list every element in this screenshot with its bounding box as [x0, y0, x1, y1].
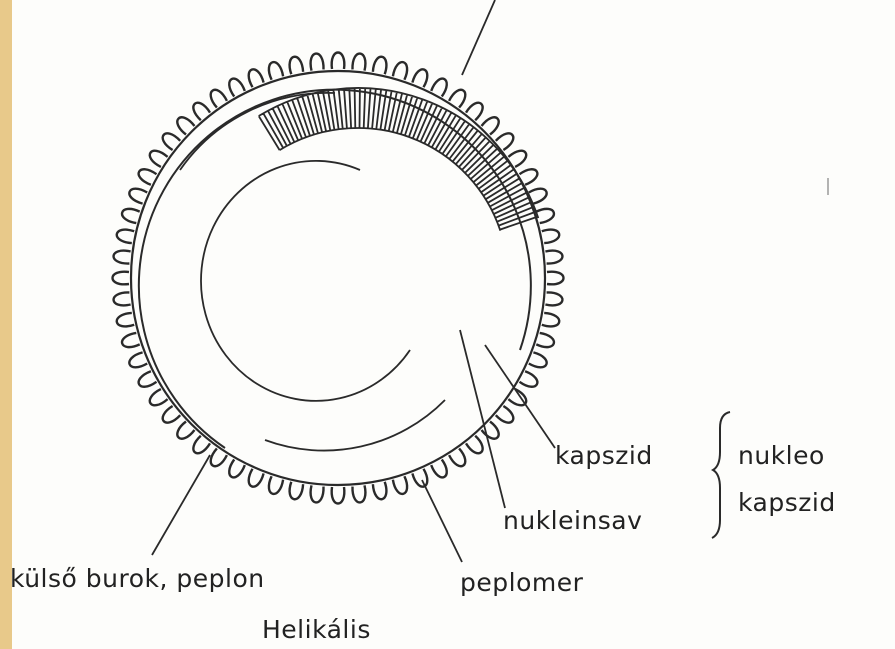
peplomer-spike [412, 69, 427, 87]
peplomer-spike [129, 189, 147, 204]
peplomer-spike [536, 333, 554, 347]
label-nukleo: nukleo [738, 443, 825, 468]
inner-loop-arc [201, 161, 410, 401]
peplomer-spike [352, 54, 365, 71]
peplomer-spike [373, 57, 387, 74]
peplomer-spike [122, 333, 140, 347]
peplomer-spike [311, 54, 324, 71]
peplomer-spike [393, 62, 407, 80]
peplomer-spike [249, 69, 264, 87]
peplomer-spike [542, 230, 559, 244]
label-kapszid: kapszid [555, 443, 653, 468]
peplomer-spike [545, 251, 562, 264]
peplomer-spike [117, 230, 134, 244]
peplomer-spike [269, 62, 283, 80]
peplomer-spike [393, 476, 407, 494]
nucleocapsid-helix-ridges [259, 88, 539, 231]
peplomer-spike [332, 53, 345, 70]
label-nukleinsav: nukleinsav [503, 508, 642, 533]
label-kulso-burok-peplon: külső burok, peplon [10, 566, 265, 591]
peplomer-spike [412, 469, 427, 487]
top-pointer-line [462, 0, 495, 75]
label-peplomer: peplomer [460, 570, 583, 595]
peplomer-spike [114, 251, 131, 264]
kapszid-pointer-line [485, 345, 555, 448]
peplomer-pointer-line [422, 480, 462, 562]
nucleocapsid-brace [712, 412, 730, 538]
peplomer-spike [542, 313, 559, 327]
peplomer-spike [547, 272, 564, 285]
peplomer-spike [129, 352, 147, 367]
peplomer-spike [529, 352, 547, 367]
peplomer-spike [269, 476, 283, 494]
peplon-pointer-line [152, 455, 210, 555]
peplomer-spike [545, 292, 562, 305]
label-kapszid-group: kapszid [738, 490, 836, 515]
peplomer-spike [122, 209, 140, 223]
peplomer-spike [290, 57, 304, 74]
capsid-lower-arc [265, 400, 445, 451]
peplomer-spike [249, 469, 264, 487]
peplomer-spike [373, 482, 387, 499]
peplomer-spike [352, 485, 365, 502]
peplomer-spike [536, 209, 554, 223]
peplomer-spike [114, 292, 131, 305]
peplomer-spike [311, 485, 324, 502]
peplomer-spike [117, 313, 134, 327]
peplomer-spike [290, 482, 304, 499]
peplomer-spike [113, 272, 130, 285]
peplomer-spike [332, 487, 345, 504]
diagram-caption: Helikális [262, 617, 371, 642]
envelope-inner-ring [139, 90, 531, 448]
